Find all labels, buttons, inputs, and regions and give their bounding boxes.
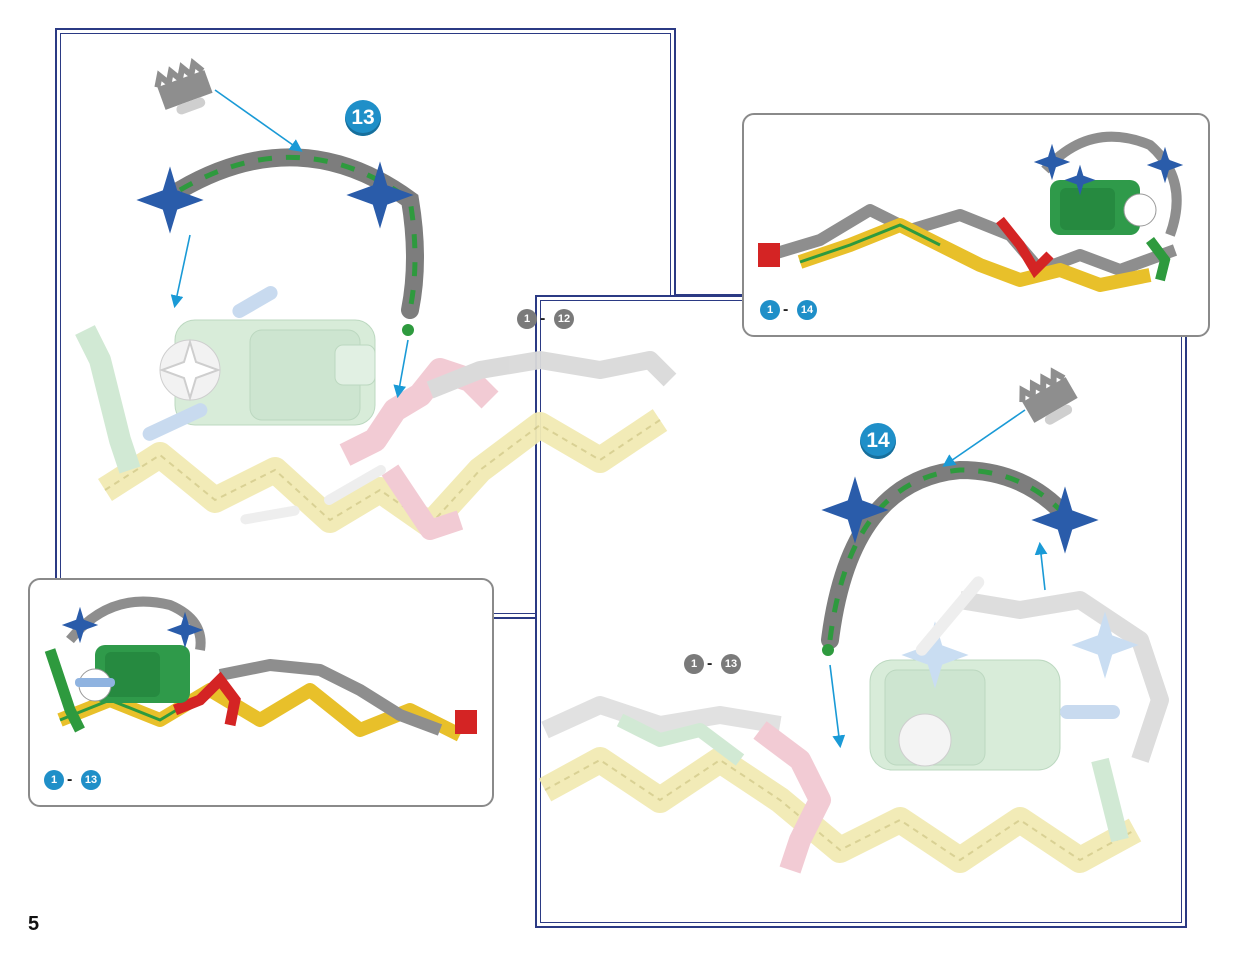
range-start-badge: 1 [44, 770, 64, 790]
range-start-badge: 1 [760, 300, 780, 320]
step-14-range: 1 - 13 [684, 654, 744, 676]
range-end-badge: 13 [81, 770, 101, 790]
inset-1-13-model [50, 602, 477, 735]
range-dash: - [783, 300, 788, 320]
range-end-badge: 14 [797, 300, 817, 320]
page-number: 5 [28, 913, 39, 936]
inset-1-14-range: 1 - 14 [760, 300, 822, 322]
range-start-badge: 1 [517, 309, 537, 329]
step-13-number: 13 [345, 100, 381, 136]
range-end-badge: 13 [721, 654, 741, 674]
inset-1-14-model [758, 137, 1183, 285]
range-dash: - [540, 309, 545, 329]
step-14-ghost-assembly [545, 574, 1160, 870]
step-13-range: 1 - 12 [517, 309, 577, 331]
step-13-ghost-assembly [85, 283, 670, 530]
range-dash: - [707, 654, 712, 674]
step-14-number: 14 [860, 423, 896, 459]
range-dash: - [67, 770, 72, 790]
range-end-badge: 12 [554, 309, 574, 329]
inset-1-13-range: 1 - 13 [44, 770, 106, 792]
range-start-badge: 1 [684, 654, 704, 674]
